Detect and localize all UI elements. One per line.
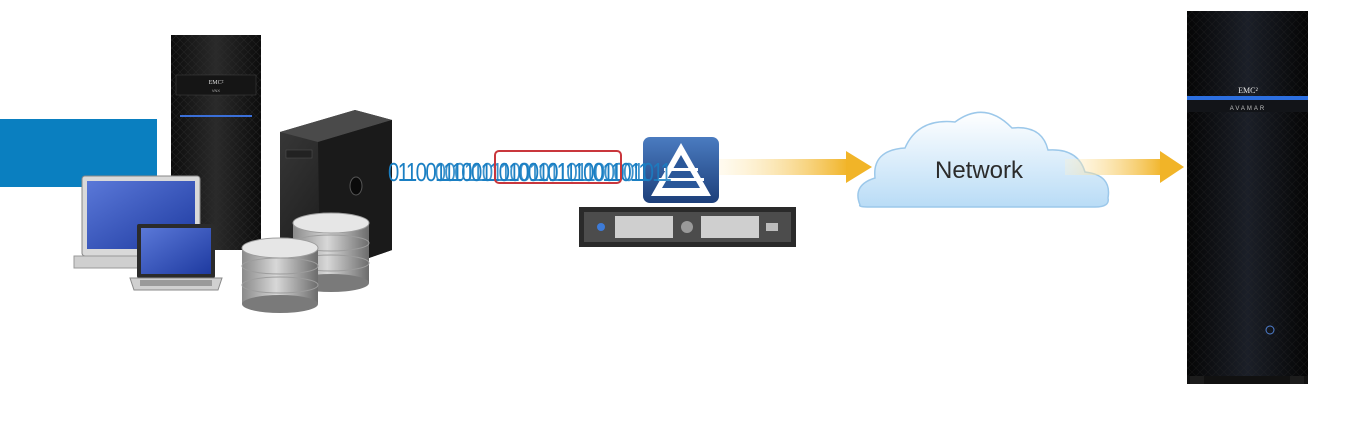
avamar-model-text: AVAMAR: [1230, 106, 1266, 112]
rack-server-icon: [579, 207, 796, 247]
avamar-brand-text: EMC²: [1238, 86, 1258, 95]
avamar-appliance-icon: EMC² AVAMAR: [1187, 11, 1308, 384]
flow-arrow-to-network: [718, 151, 872, 183]
vnx-model-text: VNX: [212, 88, 221, 93]
laptop-icon: [130, 224, 222, 290]
vnx-brand-text: EMC²: [209, 80, 224, 86]
highlight-box: [494, 150, 622, 184]
network-label: Network: [935, 157, 1023, 185]
database-icon: [242, 213, 369, 313]
